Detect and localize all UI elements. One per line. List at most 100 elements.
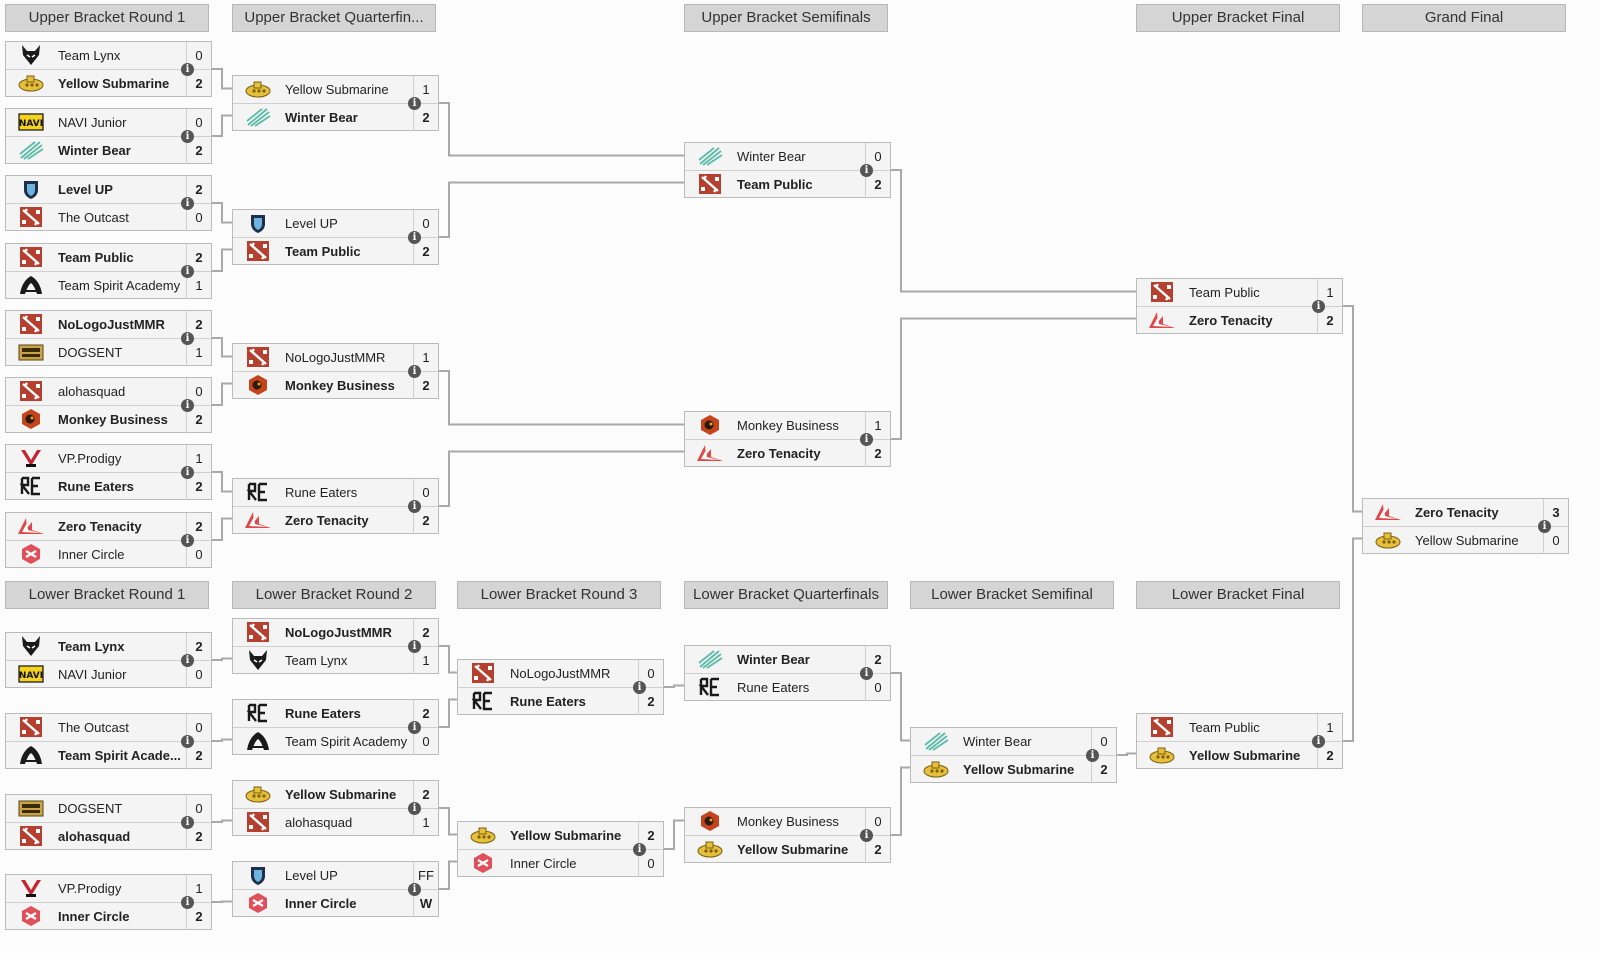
match-info-icon[interactable]: i xyxy=(408,640,421,653)
match-info-icon[interactable]: i xyxy=(1312,735,1325,748)
match-info-icon[interactable]: i xyxy=(408,500,421,513)
match-info-icon[interactable]: i xyxy=(408,365,421,378)
match-info-icon[interactable]: i xyxy=(1538,520,1551,533)
match-info-icon[interactable]: i xyxy=(408,97,421,110)
match-info-icon[interactable]: i xyxy=(181,130,194,143)
match-info-icon[interactable]: i xyxy=(181,466,194,479)
match-info-icon[interactable]: i xyxy=(181,197,194,210)
match-info-icon[interactable]: i xyxy=(860,667,873,680)
match-info-icon[interactable]: i xyxy=(181,265,194,278)
match-info-icon[interactable]: i xyxy=(860,164,873,177)
match-info-icon[interactable]: i xyxy=(181,534,194,547)
match-info-icon[interactable]: i xyxy=(181,735,194,748)
match-info-icon[interactable]: i xyxy=(181,654,194,667)
match-info-icon[interactable]: i xyxy=(408,802,421,815)
match-info-icon[interactable]: i xyxy=(181,63,194,76)
team-row[interactable]: Team Spirit Acade...2 xyxy=(6,741,211,769)
match-info-icon[interactable]: i xyxy=(408,231,421,244)
match-info-icon[interactable]: i xyxy=(1086,749,1099,762)
match-info-icon[interactable]: i xyxy=(633,843,646,856)
match-info-icon[interactable]: i xyxy=(860,829,873,842)
match-info-icon[interactable]: i xyxy=(408,721,421,734)
